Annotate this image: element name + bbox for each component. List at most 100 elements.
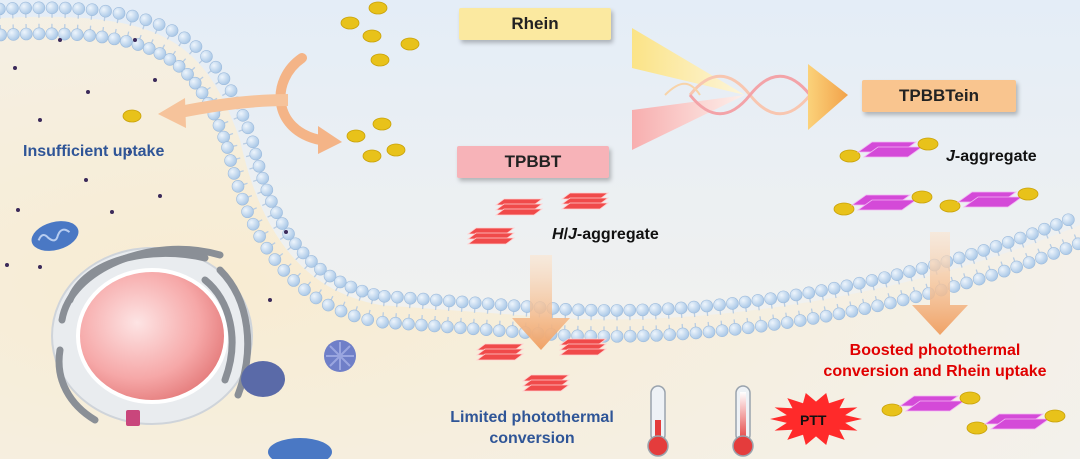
lipid-head: [172, 60, 186, 73]
lipid-head: [83, 29, 97, 42]
lipid-head: [347, 309, 361, 323]
lipid-head: [1071, 237, 1080, 251]
lipid-head: [572, 303, 585, 317]
lipid-head: [314, 262, 327, 276]
lipid-head: [865, 274, 879, 287]
lipid-head: [224, 154, 237, 167]
lipid-head: [832, 307, 846, 321]
lipid-head: [884, 296, 897, 310]
lipid-head: [277, 264, 291, 277]
lipid-head: [494, 298, 508, 312]
lipid-head: [507, 299, 521, 312]
organelle-vesicle: [126, 340, 356, 426]
dot: [86, 90, 90, 94]
dot: [133, 38, 137, 42]
lipid-head: [391, 290, 404, 304]
lipid-head: [1010, 260, 1023, 274]
lipid-head: [649, 303, 662, 316]
lipid-head: [492, 324, 506, 337]
lipid-head: [260, 241, 274, 255]
lipid-head: [845, 304, 859, 318]
lipid-head: [610, 330, 624, 343]
j-aggregate-stack: [839, 137, 939, 163]
lipid-head: [260, 183, 274, 197]
lipid-head: [321, 298, 335, 312]
lipid-head: [252, 159, 266, 173]
h-aggregate-stack: [560, 192, 610, 210]
lipid-head: [19, 1, 32, 15]
lipid-head: [236, 192, 249, 206]
lipid-head: [367, 288, 381, 301]
insufficient-uptake-label: Insufficient uptake: [23, 143, 165, 160]
lipid-head: [120, 35, 133, 48]
down-arrow-left: [512, 255, 570, 350]
lipid-head: [1026, 227, 1039, 240]
rhein-molecule: [122, 109, 142, 123]
dot: [58, 38, 62, 42]
lipid-head: [289, 237, 302, 251]
mitochondrion: [268, 438, 332, 459]
lipid-head: [468, 296, 482, 310]
lipid-head: [309, 291, 323, 305]
lipid-head: [637, 329, 650, 343]
ptt-label: PTT: [800, 412, 827, 428]
j-aggregates: [833, 137, 1066, 435]
limited-line-2: conversion: [489, 430, 575, 447]
rhein-molecule: [400, 37, 420, 51]
lipid-head: [952, 251, 966, 265]
lipid-head: [806, 312, 820, 325]
dot: [38, 118, 42, 122]
lipid-head: [181, 67, 194, 81]
lipid-head: [355, 284, 369, 298]
lipid-head: [108, 32, 121, 46]
lipid-head: [0, 28, 7, 42]
lipid-head: [780, 316, 794, 329]
lipid-head: [227, 167, 241, 180]
limited-line-1: Limited photothermal: [450, 409, 614, 426]
lipid-head: [1035, 251, 1048, 265]
h-aggregates: [466, 192, 610, 392]
lipid-head: [95, 30, 109, 44]
dot: [128, 150, 132, 154]
tpbbt-box: TPBBT: [457, 146, 609, 178]
lipid-head: [378, 289, 391, 303]
tpbbtein-label: TPBBTein: [899, 86, 979, 105]
lipid-head: [1038, 222, 1051, 236]
lipid-head: [467, 322, 480, 336]
lipid-head: [188, 76, 202, 90]
dot: [153, 78, 157, 82]
lipid-head: [344, 280, 358, 294]
lipid-head: [878, 271, 891, 284]
lipid-head: [965, 247, 978, 261]
h-aggregate-stack: [558, 338, 608, 356]
uptake-arrow: [158, 53, 342, 154]
lipid-head: [972, 272, 986, 286]
lipid-head: [265, 195, 278, 208]
lipid-head: [256, 171, 270, 185]
lipid-head: [840, 279, 854, 293]
lipid-head: [1014, 231, 1027, 245]
dot: [16, 208, 20, 212]
j-aggregate-stack: [833, 190, 933, 216]
lipid-head: [163, 53, 177, 66]
lipid-head: [59, 1, 72, 15]
lipid-head: [7, 28, 20, 41]
lipid-head: [430, 293, 443, 307]
lipid-head: [623, 303, 637, 317]
lipid-head: [636, 303, 649, 317]
lipid-head: [195, 86, 209, 100]
lipid-head: [896, 293, 910, 307]
lipid-head: [689, 326, 703, 340]
cytoplasm-background: [0, 16, 1080, 459]
lipid-head: [674, 301, 688, 315]
j-letter: J: [568, 226, 577, 243]
lipid-head: [977, 244, 991, 257]
lipid-head: [827, 281, 841, 295]
lipid-head: [597, 304, 611, 317]
rhein-molecule: [340, 16, 360, 30]
lipid-head: [741, 321, 755, 335]
lipid-head: [455, 295, 469, 309]
tpbbt-label: TPBBT: [504, 152, 562, 171]
lipid-head: [728, 323, 742, 336]
lipid-head: [246, 135, 260, 149]
